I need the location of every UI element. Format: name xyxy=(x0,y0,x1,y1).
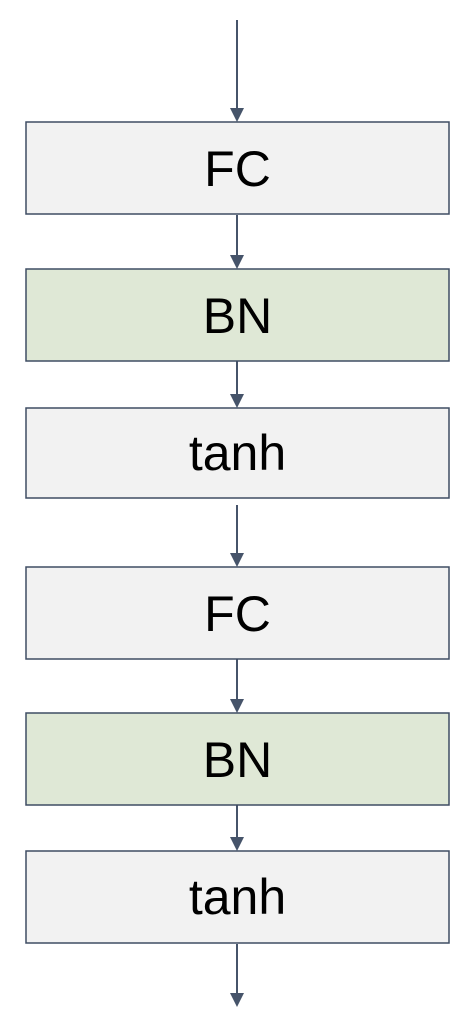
layer-tanh-2: tanh xyxy=(25,850,450,944)
layer-box xyxy=(25,268,450,362)
layer-box xyxy=(25,712,450,806)
input-arrow xyxy=(230,20,244,122)
layer-fc-2: FC xyxy=(25,566,450,660)
layer-tanh-1: tanh xyxy=(25,407,450,499)
arrow-fc1-to-bn1 xyxy=(230,215,244,269)
layer-box xyxy=(25,850,450,944)
layer-label: BN xyxy=(203,288,272,344)
arrow-fc2-to-bn2 xyxy=(230,659,244,713)
output-arrow xyxy=(230,944,244,1007)
layer-box xyxy=(25,121,450,215)
layer-label: BN xyxy=(203,732,272,788)
layer-bn-2: BN xyxy=(25,712,450,806)
layer-bn-1: BN xyxy=(25,268,450,362)
layer-label: tanh xyxy=(189,869,286,925)
layer-fc-1: FC xyxy=(25,121,450,215)
arrow-bn1-to-tanh1 xyxy=(230,361,244,408)
layer-box xyxy=(25,407,450,499)
layer-label: FC xyxy=(204,141,271,197)
arrow-bn2-to-tanh2 xyxy=(230,805,244,851)
arrow-tanh1-to-fc2 xyxy=(230,505,244,567)
arrows xyxy=(230,20,244,1007)
layer-box xyxy=(25,566,450,660)
layer-label: tanh xyxy=(189,425,286,481)
layer-label: FC xyxy=(204,586,271,642)
